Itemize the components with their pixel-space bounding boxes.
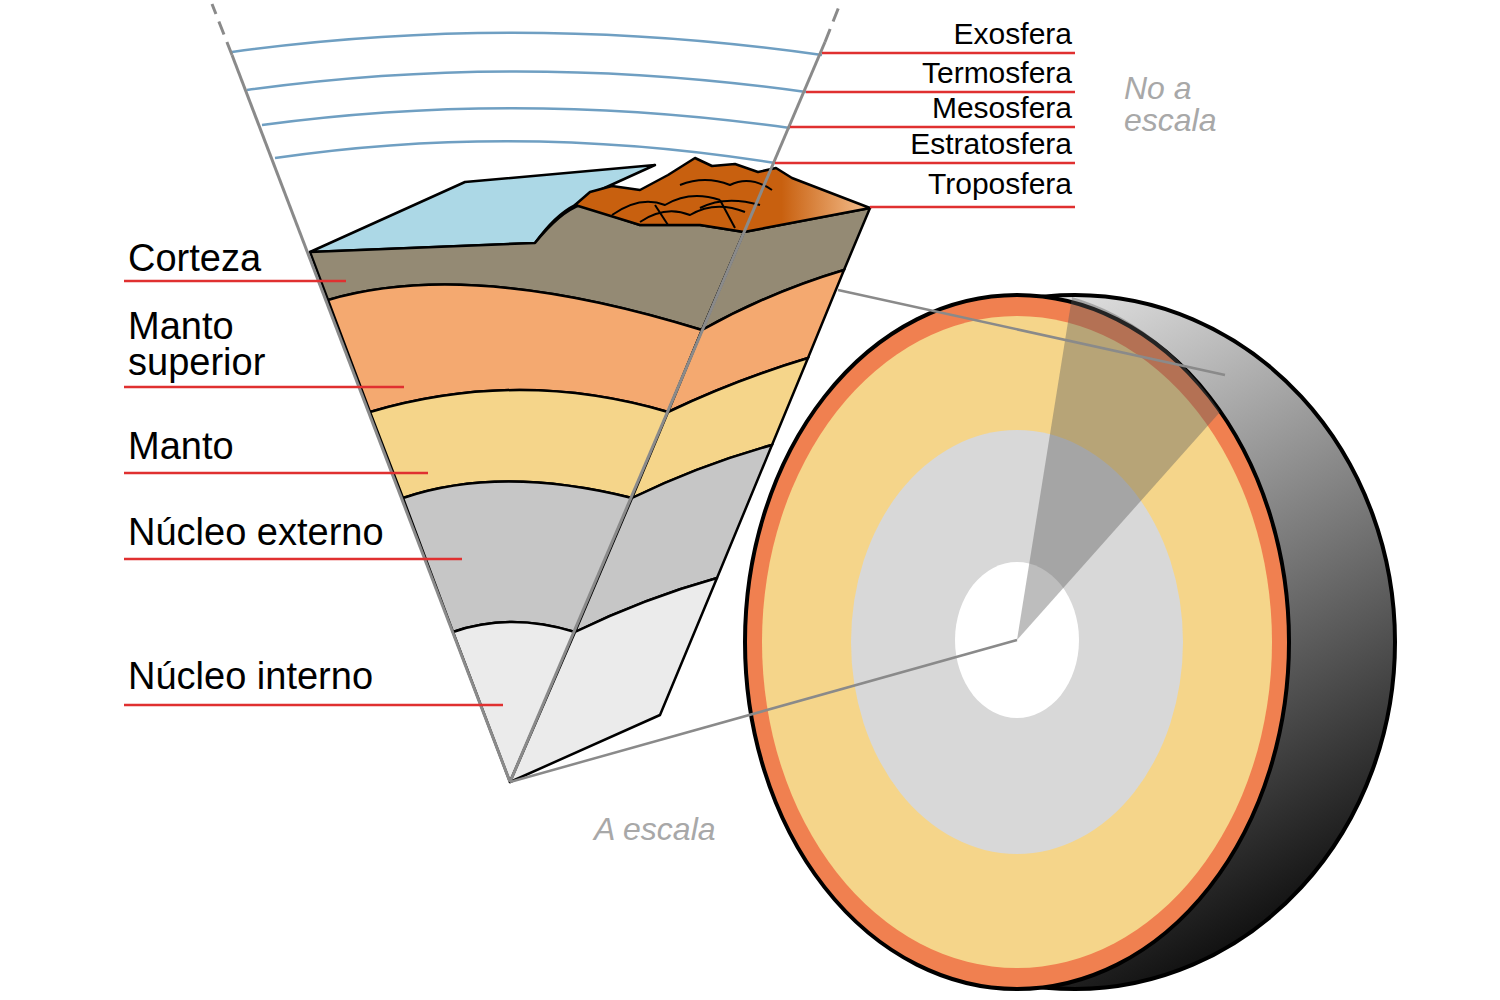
layer-label: Troposfera — [850, 166, 1072, 202]
layer-label: Núcleo interno — [128, 656, 458, 698]
scale-note: No a escala — [1124, 72, 1234, 136]
layer-label: Termosfera — [850, 55, 1072, 91]
atmosphere-arcs — [232, 33, 822, 163]
layer-label: Manto — [128, 426, 428, 468]
sphere-wedge — [1017, 297, 1220, 640]
sphere-back — [755, 295, 1395, 989]
mountain-range — [575, 158, 870, 232]
sphere-crust — [745, 295, 1289, 989]
layer-label: Manto superior — [128, 308, 298, 380]
layer-label: Corteza — [128, 238, 428, 280]
zoom-lines — [510, 290, 1225, 782]
layer-label: Núcleo externo — [128, 512, 458, 554]
layer-label: Mesosfera — [850, 90, 1072, 126]
leader-lines — [124, 53, 1075, 705]
inner-core-side — [510, 578, 717, 782]
layer-label: Estratosfera — [850, 126, 1072, 162]
layer-label: Exosfera — [850, 16, 1072, 52]
scale-note: A escala — [594, 812, 794, 847]
